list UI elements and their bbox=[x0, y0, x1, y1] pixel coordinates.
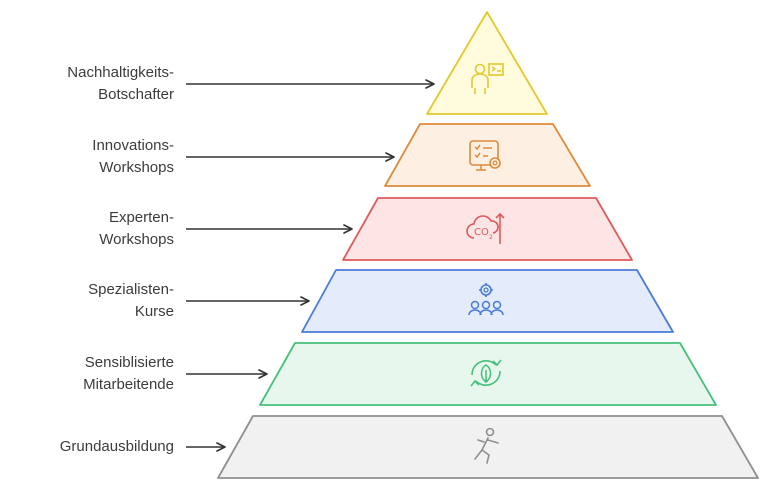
label-line: Sensiblisierte bbox=[84, 354, 174, 371]
running-person-icon bbox=[474, 427, 499, 464]
label-nachhaltigkeits-botschafter: Nachhaltigkeits- Botschafter bbox=[67, 62, 174, 106]
co2-cloud-arrow-icon: CO 2 bbox=[466, 212, 505, 244]
tier-experten-workshops bbox=[342, 197, 633, 261]
tier-grundausbildung bbox=[217, 415, 759, 479]
label-innovations-workshops: Innovations- Workshops bbox=[92, 135, 174, 179]
gear-group-icon bbox=[468, 283, 504, 316]
label-grundausbildung: Grundausbildung bbox=[60, 436, 174, 458]
presenter-icon bbox=[471, 63, 504, 94]
label-experten-workshops: Experten- Workshops bbox=[99, 207, 174, 251]
label-line: Spezialisten- bbox=[88, 281, 174, 298]
tier-innovations-workshops bbox=[384, 123, 591, 187]
tier-spezialisten-kurse bbox=[301, 269, 674, 333]
label-spezialisten-kurse: Spezialisten- Kurse bbox=[88, 279, 174, 323]
checklist-gear-icon bbox=[469, 140, 501, 171]
label-line: Mitarbeitende bbox=[83, 376, 174, 393]
tier-nachhaltigkeits-botschafter bbox=[426, 11, 548, 115]
label-line: Workshops bbox=[99, 231, 174, 248]
tier-sensiblisierte-mitarbeitende bbox=[259, 342, 717, 406]
label-line: Experten- bbox=[108, 209, 174, 226]
label-line: Innovations- bbox=[92, 137, 174, 154]
label-line: Kurse bbox=[134, 303, 174, 320]
svg-text:2: 2 bbox=[489, 234, 493, 241]
label-line: Botschafter bbox=[98, 86, 174, 103]
label-line: Grundausbildung bbox=[59, 438, 174, 455]
label-line: Workshops bbox=[99, 159, 174, 176]
recycle-leaf-icon bbox=[470, 359, 502, 387]
label-line: Nachhaltigkeits- bbox=[67, 64, 174, 81]
svg-text:CO: CO bbox=[474, 227, 489, 238]
